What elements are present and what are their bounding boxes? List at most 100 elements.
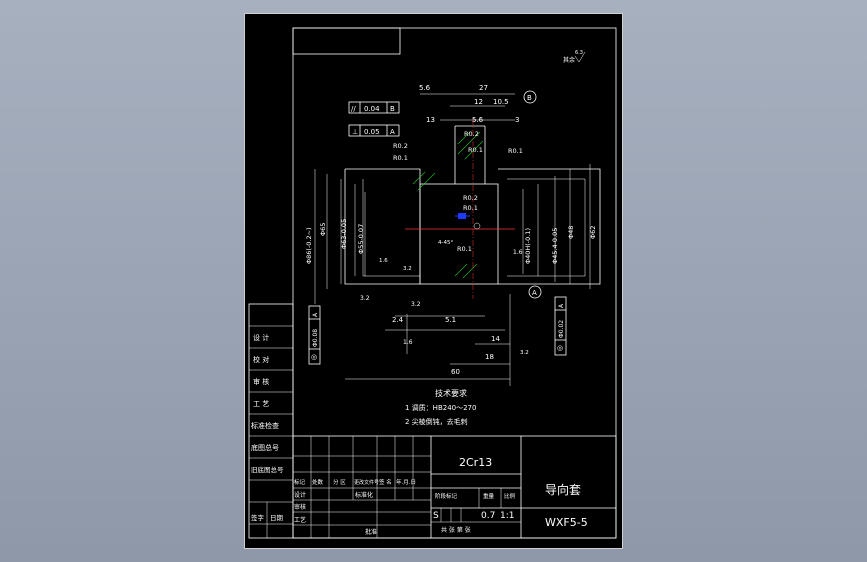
scale-label: 比例: [504, 492, 516, 500]
left-label-6: 旧底图总号: [251, 465, 284, 474]
dim-bottom-4: 1.6: [403, 339, 413, 346]
marking-label: 阶段标记: [435, 492, 458, 500]
tb-process: 工艺: [294, 516, 306, 524]
drawing-number: WXF5-5: [545, 516, 588, 529]
dim-top-5: 5.6: [472, 116, 484, 124]
roughness-value: 6.3: [575, 50, 583, 56]
weight: 0.7: [481, 511, 495, 521]
dimension-lines: [314, 93, 591, 386]
roughness-symbol-icon: [574, 51, 586, 63]
tech-item-1: 1 调质：HB240～270: [405, 403, 476, 412]
dim-bottom-2: 3.2: [411, 301, 421, 308]
tb-row1-1: 处数: [312, 478, 324, 486]
weight-label: 重量: [483, 492, 495, 500]
dim-bottom-7: 4-45°: [438, 240, 453, 246]
fillet-0: R0.2: [464, 130, 479, 138]
mark: S: [433, 511, 439, 521]
dim-top-0: 5.6: [419, 84, 431, 92]
dim-bottom-8: 1.6: [379, 258, 388, 264]
svg-text:⊥: ⊥: [352, 128, 358, 136]
dim-bottom-10: 3.2: [520, 350, 529, 356]
drawing-sheet: 其余 6.3: [244, 13, 623, 549]
dim-bottom-0: 2.4: [392, 316, 404, 324]
datum-a-icon: [528, 285, 542, 299]
left-column-table: [248, 303, 294, 539]
roughness-note: 其余: [563, 56, 575, 64]
dim-right-0: Φ40H(-0.1): [524, 228, 532, 264]
dim-bottom-6: 60: [451, 368, 460, 376]
tb-row1-2: 分 区: [333, 478, 346, 486]
dim-left-1: Φ65: [319, 223, 327, 236]
tb-row1-0: 标记: [294, 478, 306, 486]
left-label-5: 底图总号: [251, 443, 279, 452]
dim-bottom-1: 5.1: [445, 316, 456, 324]
title-block: [292, 435, 617, 539]
dim-top-6: 3: [515, 116, 519, 124]
svg-text:A: A: [390, 128, 395, 136]
datum-b: B: [527, 94, 532, 102]
svg-text:◎: ◎: [557, 344, 563, 352]
datum-a: A: [532, 289, 537, 297]
svg-text:Φ0.02: Φ0.02: [558, 320, 565, 338]
tb-designer: 设计: [294, 491, 306, 499]
left-label-1: 校 对: [253, 355, 269, 364]
svg-text:A: A: [558, 303, 565, 308]
top-left-box: [292, 27, 401, 55]
left-label-2: 审 核: [253, 377, 269, 386]
tolerance-frame-perpendicular: ⊥ 0.05 A: [348, 124, 400, 137]
fillet-3: R0.2: [393, 142, 408, 150]
fillet-5: R0.2: [463, 194, 478, 202]
fillet-1: R0.1: [468, 146, 483, 154]
dim-right-4: 1.6: [513, 249, 523, 256]
dim-right-2: Φ48: [567, 226, 575, 239]
dim-top-4: 13: [426, 116, 435, 124]
tolerance-frame-parallel: // 0.04 B: [348, 101, 400, 114]
datum-b-icon: [523, 90, 537, 104]
svg-text:A: A: [312, 312, 319, 317]
technical-drawing: 其余 6.3: [248, 27, 617, 539]
tb-row1-5: 年.月.日: [396, 478, 416, 486]
tb-row1-4: 签 名: [379, 478, 392, 486]
dim-left-3: Φ55-0.07: [357, 224, 365, 254]
dim-left-4: 3.2: [360, 295, 370, 302]
material: 2Cr13: [459, 456, 492, 469]
dim-right-3: Φ62: [589, 226, 597, 239]
dim-top-2: 12: [474, 98, 483, 106]
scale: 1:1: [500, 511, 514, 521]
dim-bottom-9: 3.2: [403, 266, 412, 272]
drawing-title: 导向套: [545, 482, 581, 497]
svg-text:B: B: [390, 105, 395, 113]
tolerance-frame-concentric-left: A Φ0.08 ◎: [308, 305, 321, 365]
part-outline: [344, 119, 601, 299]
svg-text:0.05: 0.05: [364, 128, 380, 136]
svg-text://: //: [351, 105, 356, 113]
fillet-6: R0.1: [463, 204, 478, 212]
left-label-0: 设 计: [253, 333, 269, 342]
dim-left-0: Φ86(-0.2~): [305, 227, 313, 264]
tolerance-frame-concentric-right: A Φ0.02 ◎: [554, 296, 567, 356]
tech-item-2: 2 尖棱倒钝，去毛刺: [405, 417, 468, 426]
tb-row1-3: 更改文件号: [354, 479, 379, 486]
svg-text:0.04: 0.04: [364, 105, 380, 113]
dim-top-1: 27: [479, 84, 488, 92]
tb-approval: 批准: [365, 528, 377, 536]
dim-top-3: 10.5: [493, 98, 509, 106]
dim-left-2: Φ63-0.05: [340, 219, 348, 249]
dim-bottom-5: 18: [485, 353, 494, 361]
left-label-4: 标准检查: [251, 421, 279, 430]
left-label-7: 签字: [251, 513, 265, 522]
svg-text:Φ0.08: Φ0.08: [312, 329, 319, 347]
dim-bottom-3: 14: [491, 335, 500, 343]
tb-standardization: 标准化: [355, 491, 373, 499]
left-label-3: 工 艺: [253, 400, 269, 408]
tb-checker: 审核: [294, 503, 306, 511]
sheet-label: 共 张 第 张: [441, 526, 471, 534]
inner-frame: [292, 27, 617, 539]
fillet-7: R0.1: [457, 245, 472, 253]
tech-heading: 技术要求: [435, 388, 467, 398]
dim-right-1: Φ45.4-0.05: [551, 228, 559, 264]
fillet-4: R0.1: [393, 154, 408, 162]
left-label-8: 日期: [270, 514, 284, 522]
fillet-2: R0.1: [508, 147, 523, 155]
svg-text:◎: ◎: [311, 353, 317, 361]
